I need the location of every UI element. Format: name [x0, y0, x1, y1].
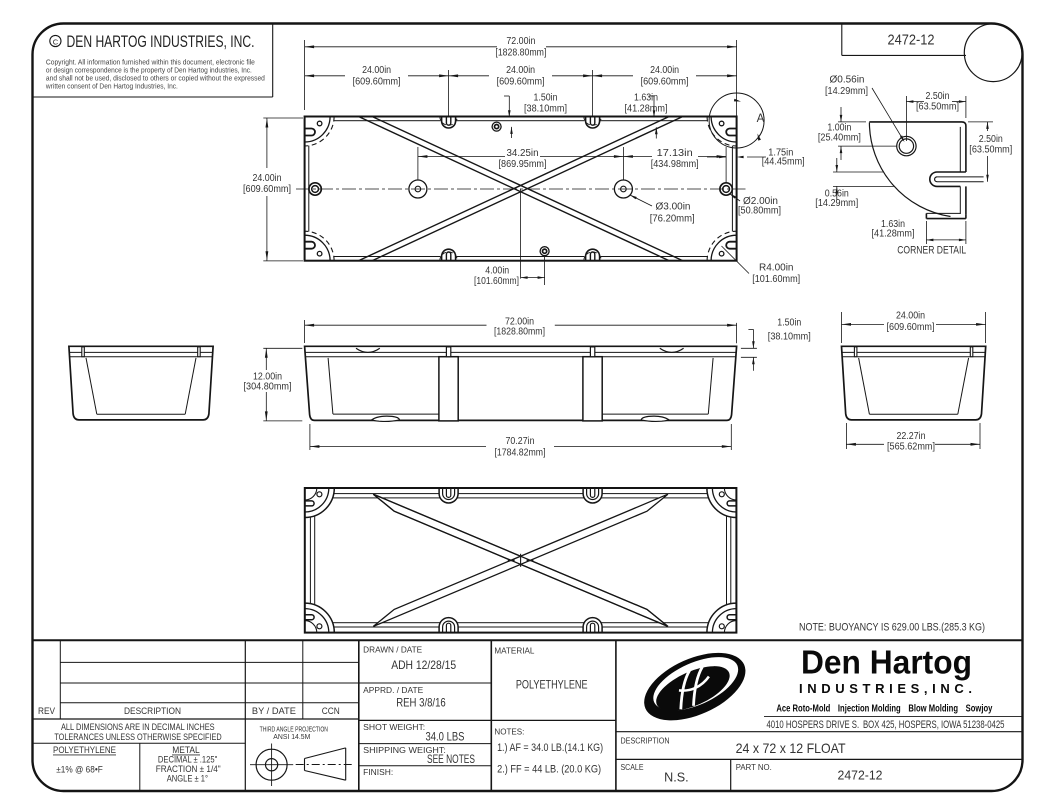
- svg-text:[101.60mm]: [101.60mm]: [752, 274, 800, 285]
- svg-text:[1784.82mm]: [1784.82mm]: [495, 447, 546, 458]
- svg-text:[869.95mm]: [869.95mm]: [499, 159, 547, 170]
- svg-text:[14.29mm]: [14.29mm]: [825, 86, 868, 97]
- svg-text:[609.60mm]: [609.60mm]: [243, 184, 291, 195]
- svg-text:DECIMAL ± .125": DECIMAL ± .125": [158, 754, 217, 765]
- svg-text:2.) FF = 44 LB. (20.0 KG): 2.) FF = 44 LB. (20.0 KG): [497, 763, 601, 775]
- svg-text:34.25in: 34.25in: [507, 148, 539, 159]
- svg-text:72.00in: 72.00in: [505, 316, 534, 327]
- svg-text:SEE NOTES: SEE NOTES: [427, 752, 475, 766]
- svg-text:written consent of Den Hartog: written consent of Den Hartog Industries…: [45, 82, 178, 91]
- svg-text:24.00in: 24.00in: [253, 173, 282, 184]
- svg-text:70.27in: 70.27in: [506, 436, 535, 447]
- svg-text:CORNER DETAIL: CORNER DETAIL: [897, 245, 966, 257]
- svg-text:1.50in: 1.50in: [777, 318, 801, 329]
- svg-text:A: A: [757, 113, 765, 125]
- svg-text:N.S.: N.S.: [664, 770, 689, 785]
- svg-text:[1828.80mm]: [1828.80mm]: [494, 327, 545, 338]
- svg-text:SHOT WEIGHT:: SHOT WEIGHT:: [363, 723, 425, 732]
- svg-text:Ø2.00in: Ø2.00in: [743, 196, 778, 207]
- svg-text:ANSI 14.5M: ANSI 14.5M: [273, 734, 310, 741]
- svg-text:[38.10mm]: [38.10mm]: [768, 332, 811, 343]
- svg-text:DESCRIPTION: DESCRIPTION: [124, 706, 181, 717]
- svg-text:0.56in: 0.56in: [825, 188, 849, 199]
- svg-text:2472-12: 2472-12: [888, 33, 935, 49]
- svg-text:[63.50mm]: [63.50mm]: [916, 102, 959, 113]
- svg-text:[14.29mm]: [14.29mm]: [815, 198, 858, 209]
- svg-text:[41.28mm]: [41.28mm]: [872, 228, 915, 239]
- svg-text:[41.28mm]: [41.28mm]: [625, 104, 668, 115]
- svg-text:FINISH:: FINISH:: [363, 768, 393, 777]
- svg-text:NOTES:: NOTES:: [494, 728, 524, 737]
- svg-text:24.00in: 24.00in: [362, 65, 391, 76]
- svg-text:or design correspondence is th: or design correspondence is the property…: [46, 66, 252, 75]
- svg-text:Copyright. All information fur: Copyright. All information furnished wit…: [46, 57, 255, 66]
- svg-text:[101.60mm]: [101.60mm]: [474, 276, 519, 287]
- svg-text:PART NO.: PART NO.: [736, 763, 772, 772]
- svg-text:1.) AF = 34.0 LB.(14.1 KG): 1.) AF = 34.0 LB.(14.1 KG): [497, 742, 603, 754]
- svg-text:POLYETHYLENE: POLYETHYLENE: [516, 678, 588, 692]
- svg-text:Ø0.56in: Ø0.56in: [830, 75, 865, 86]
- svg-text:24.00in: 24.00in: [506, 65, 535, 76]
- svg-text:Ø3.00in: Ø3.00in: [656, 202, 691, 213]
- svg-text:REV: REV: [38, 706, 56, 717]
- svg-text:THIRD ANGLE PROJECTION: THIRD ANGLE PROJECTION: [260, 727, 328, 734]
- svg-text:2.50in: 2.50in: [979, 134, 1003, 145]
- svg-text:[76.20mm]: [76.20mm]: [650, 213, 695, 224]
- svg-text:24.00in: 24.00in: [650, 65, 679, 76]
- svg-text:TOLERANCES UNLESS OTHERWISE SP: TOLERANCES UNLESS OTHERWISE SPECIFIED: [54, 732, 222, 742]
- svg-text:1.50in: 1.50in: [534, 93, 558, 104]
- svg-text:24 x 72 x 12 FLOAT: 24 x 72 x 12 FLOAT: [736, 740, 846, 756]
- svg-text:17.13in: 17.13in: [657, 148, 693, 159]
- svg-text:SCALE: SCALE: [621, 763, 644, 772]
- svg-text:4.00in: 4.00in: [485, 265, 509, 276]
- svg-text:NOTE: BUOYANCY IS 629.00 LBS.(: NOTE: BUOYANCY IS 629.00 LBS.(285.3 KG): [799, 621, 985, 633]
- svg-text:FRACTION ± 1/4": FRACTION ± 1/4": [156, 764, 221, 775]
- svg-text:1.63in: 1.63in: [881, 219, 905, 230]
- svg-text:C: C: [53, 38, 59, 47]
- svg-text:4010 HOSPERS DRIVE S. BOX 425,: 4010 HOSPERS DRIVE S. BOX 425, HOSPERS, …: [767, 719, 1005, 731]
- svg-text:[38.10mm]: [38.10mm]: [524, 104, 567, 115]
- svg-text:[25.40mm]: [25.40mm]: [818, 132, 861, 143]
- svg-text:24.00in: 24.00in: [896, 311, 925, 322]
- svg-text:[1828.80mm]: [1828.80mm]: [495, 48, 546, 59]
- svg-text:[609.60mm]: [609.60mm]: [887, 322, 935, 333]
- svg-text:1.00in: 1.00in: [827, 123, 851, 134]
- svg-text:MATERIAL: MATERIAL: [494, 647, 535, 656]
- svg-text:[565.62mm]: [565.62mm]: [887, 441, 935, 452]
- svg-text:ANGLE ± 1°: ANGLE ± 1°: [167, 774, 208, 785]
- svg-text:34.0 LBS: 34.0 LBS: [426, 730, 465, 744]
- svg-text:1.75in: 1.75in: [768, 148, 793, 159]
- svg-text:1.63in: 1.63in: [634, 93, 658, 104]
- svg-text:[63.50mm]: [63.50mm]: [969, 145, 1012, 156]
- svg-text:72.00in: 72.00in: [506, 36, 535, 47]
- svg-text:[50.80mm]: [50.80mm]: [738, 206, 781, 217]
- svg-text:DEN HARTOG INDUSTRIES, INC.: DEN HARTOG INDUSTRIES, INC.: [67, 33, 255, 51]
- svg-text:Ace Roto-Mold Injection Moldi: Ace Roto-Mold Injection Molding Blow Mol…: [776, 703, 992, 714]
- svg-text:SHIPPING WEIGHT:: SHIPPING WEIGHT:: [363, 746, 446, 755]
- svg-text:and shall not be used, disclos: and shall not be used, disclosed to othe…: [46, 74, 265, 83]
- svg-text:POLYETHYLENE: POLYETHYLENE: [53, 745, 116, 756]
- svg-text:[609.60mm]: [609.60mm]: [497, 76, 545, 87]
- svg-text:ALL DIMENSIONS ARE IN DECIMAL: ALL DIMENSIONS ARE IN DECIMAL INCHES: [61, 722, 215, 732]
- svg-text:ADH 12/28/15: ADH 12/28/15: [391, 658, 456, 672]
- svg-text:[609.60mm]: [609.60mm]: [641, 76, 689, 87]
- svg-text:DESCRIPTION: DESCRIPTION: [621, 737, 670, 746]
- svg-text:2.50in: 2.50in: [926, 91, 950, 102]
- svg-text:DRAWN / DATE: DRAWN / DATE: [363, 646, 422, 655]
- svg-text:[434.98mm]: [434.98mm]: [651, 159, 699, 170]
- svg-text:CCN: CCN: [322, 706, 340, 717]
- svg-text:APPRD. / DATE: APPRD. / DATE: [363, 686, 423, 695]
- svg-text:±1% @ 68•F: ±1% @ 68•F: [56, 765, 103, 776]
- svg-text:[44.45mm]: [44.45mm]: [762, 157, 805, 168]
- svg-text:Den Hartog: Den Hartog: [801, 644, 972, 681]
- svg-text:METAL: METAL: [172, 745, 200, 756]
- svg-text:R4.00in: R4.00in: [759, 263, 794, 274]
- svg-text:[609.60mm]: [609.60mm]: [353, 76, 401, 87]
- svg-text:2472-12: 2472-12: [838, 768, 883, 783]
- svg-text:12.00in: 12.00in: [253, 372, 282, 383]
- svg-text:BY / DATE: BY / DATE: [252, 706, 296, 717]
- svg-text:REH 3/8/16: REH 3/8/16: [396, 696, 446, 710]
- svg-text:[304.80mm]: [304.80mm]: [244, 382, 292, 393]
- svg-text:22.27in: 22.27in: [897, 431, 926, 442]
